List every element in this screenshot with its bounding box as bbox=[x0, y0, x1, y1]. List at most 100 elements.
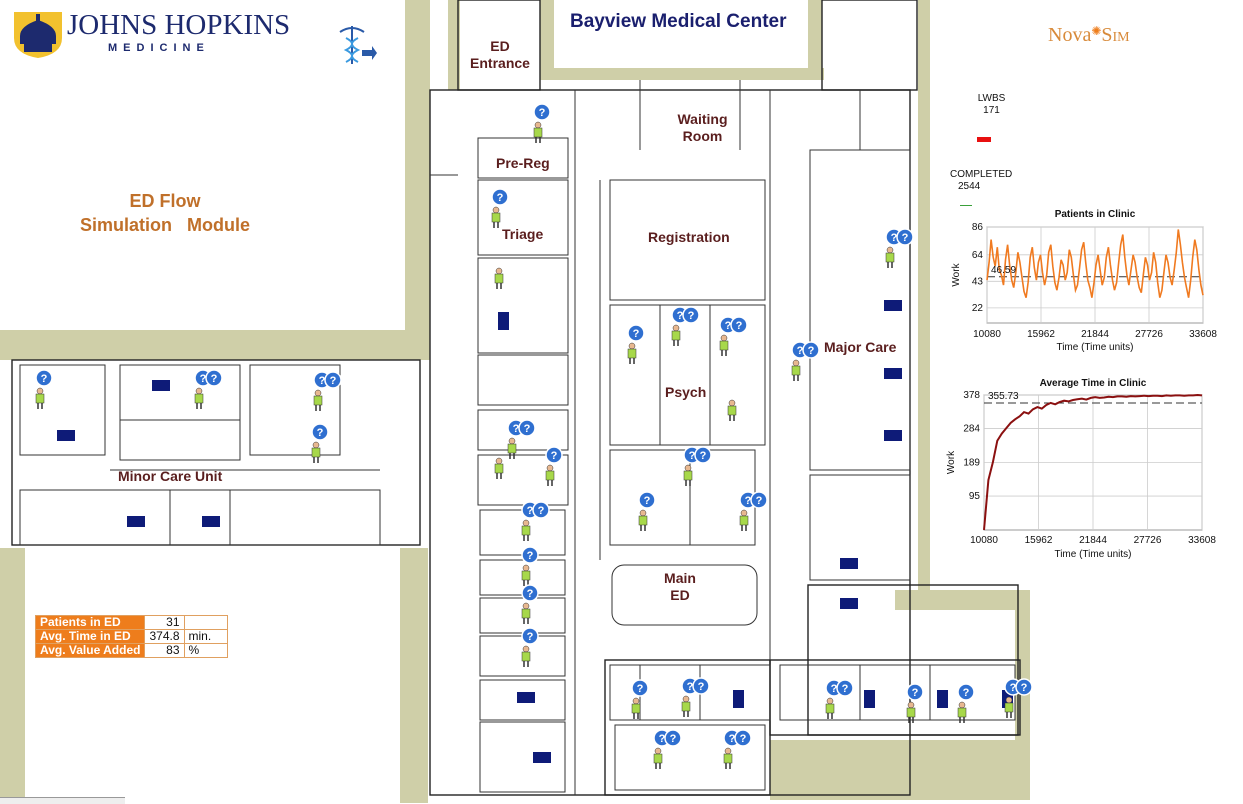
patient-body-icon bbox=[957, 707, 967, 718]
patient-legs-icon bbox=[547, 480, 553, 486]
patient-body-icon bbox=[533, 127, 543, 138]
patient-body-icon bbox=[521, 570, 531, 581]
patient-figure[interactable]: ?? bbox=[885, 228, 914, 268]
patient-figure[interactable]: ?? bbox=[194, 369, 223, 409]
lwbs-color-swatch bbox=[977, 137, 991, 142]
patient-legs-icon bbox=[685, 480, 691, 486]
patient-figure[interactable]: ? bbox=[957, 683, 975, 723]
patient-figure[interactable]: ?? bbox=[671, 306, 700, 346]
patient-body-icon bbox=[35, 393, 45, 404]
patient-figure[interactable]: ?? bbox=[739, 491, 768, 531]
patient-figure[interactable]: ? bbox=[638, 491, 656, 531]
patient-figure[interactable]: ? bbox=[311, 423, 329, 463]
mean-value-label: 46.59 bbox=[991, 265, 1016, 276]
patient-figure[interactable]: ? bbox=[35, 369, 53, 409]
patient-figure[interactable]: ? bbox=[906, 683, 924, 723]
patient-figure[interactable]: ?? bbox=[791, 341, 820, 381]
patient-body-icon bbox=[638, 515, 648, 526]
patient-legs-icon bbox=[496, 473, 502, 479]
patient-figure[interactable]: ? bbox=[521, 546, 539, 586]
patient-head-icon bbox=[684, 464, 692, 472]
patient-body-icon bbox=[313, 395, 323, 406]
query-mark-icon: ? bbox=[317, 427, 324, 439]
query-badge-icon bbox=[518, 419, 536, 437]
patient-figure[interactable]: ? bbox=[631, 679, 649, 719]
patient-figure[interactable]: ?? bbox=[313, 371, 342, 411]
patient-head-icon bbox=[672, 324, 680, 332]
query-badge-icon bbox=[692, 677, 710, 695]
x-axis-label: Time (Time units) bbox=[1056, 342, 1133, 353]
patient-legs-icon bbox=[493, 222, 499, 228]
chart-title: Average Time in Clinic bbox=[1040, 378, 1147, 389]
patient-figure[interactable]: ?? bbox=[653, 729, 682, 769]
query-mark-icon: ? bbox=[527, 588, 534, 600]
patient-figure[interactable]: ? bbox=[521, 627, 539, 667]
x-tick-label: 10080 bbox=[970, 535, 998, 546]
query-mark-icon: ? bbox=[797, 345, 804, 357]
patient-figure[interactable]: ?? bbox=[521, 501, 550, 541]
patient-head-icon bbox=[495, 457, 503, 465]
query-badge-icon bbox=[638, 491, 656, 509]
patient-head-icon bbox=[495, 267, 503, 275]
patient-figure[interactable]: ?? bbox=[683, 446, 712, 486]
room-ed-entrance: ED Entrance bbox=[470, 38, 530, 71]
patient-body-icon bbox=[723, 753, 733, 764]
patient-figure[interactable]: ? bbox=[627, 324, 645, 364]
query-mark-icon: ? bbox=[808, 345, 815, 357]
patient-legs-icon bbox=[535, 137, 541, 143]
query-badge-icon bbox=[896, 228, 914, 246]
patient-body-icon bbox=[631, 703, 641, 714]
query-mark-icon: ? bbox=[842, 683, 849, 695]
patient-figure[interactable]: ?? bbox=[507, 419, 536, 459]
patient-legs-icon bbox=[629, 358, 635, 364]
brand-left: Nova bbox=[1048, 24, 1092, 46]
patient-figure[interactable]: ? bbox=[545, 446, 563, 486]
patient-figure[interactable]: ? bbox=[491, 188, 509, 228]
patient-body-icon bbox=[719, 340, 729, 351]
patient-body-icon bbox=[311, 447, 321, 458]
patient-head-icon bbox=[195, 387, 203, 395]
patient-legs-icon bbox=[1006, 712, 1012, 718]
y-tick-label: 22 bbox=[972, 303, 984, 314]
patient-figure[interactable]: ?? bbox=[719, 316, 748, 356]
query-mark-icon: ? bbox=[756, 495, 763, 507]
lwbs-counter: LWBS 171 bbox=[964, 93, 1019, 117]
room-main-ed: Main ED bbox=[664, 570, 696, 603]
patient-head-icon bbox=[534, 121, 542, 129]
patient-legs-icon bbox=[496, 283, 502, 289]
patient-figure[interactable]: ?? bbox=[1004, 678, 1033, 718]
patient-figure[interactable]: ?? bbox=[825, 679, 854, 719]
patient-head-icon bbox=[1005, 696, 1013, 704]
query-mark-icon: ? bbox=[497, 192, 504, 204]
facility-title: Bayview Medical Center bbox=[570, 11, 787, 32]
patient-figure[interactable] bbox=[494, 457, 504, 479]
x-tick-label: 15962 bbox=[1027, 329, 1055, 340]
patient-figure[interactable]: ? bbox=[521, 584, 539, 624]
query-badge-icon bbox=[521, 584, 539, 602]
patient-legs-icon bbox=[827, 713, 833, 719]
x-tick-label: 27726 bbox=[1134, 535, 1162, 546]
patient-figure[interactable]: ? bbox=[533, 103, 551, 143]
caduceus-icon[interactable] bbox=[332, 22, 377, 67]
patient-body-icon bbox=[491, 212, 501, 223]
query-mark-icon: ? bbox=[698, 681, 705, 693]
patient-figure[interactable]: ?? bbox=[723, 729, 752, 769]
patient-figure[interactable]: ?? bbox=[681, 677, 710, 717]
patient-legs-icon bbox=[683, 711, 689, 717]
patient-head-icon bbox=[492, 206, 500, 214]
patient-head-icon bbox=[826, 697, 834, 705]
patient-body-icon bbox=[507, 443, 517, 454]
patient-body-icon bbox=[494, 273, 504, 284]
patient-head-icon bbox=[632, 697, 640, 705]
patient-legs-icon bbox=[908, 717, 914, 723]
query-mark-icon: ? bbox=[527, 505, 534, 517]
patient-legs-icon bbox=[523, 661, 529, 667]
patient-figure[interactable] bbox=[727, 399, 737, 421]
patient-figure[interactable] bbox=[494, 267, 504, 289]
y-tick-label: 189 bbox=[963, 458, 980, 469]
patient-head-icon bbox=[886, 246, 894, 254]
